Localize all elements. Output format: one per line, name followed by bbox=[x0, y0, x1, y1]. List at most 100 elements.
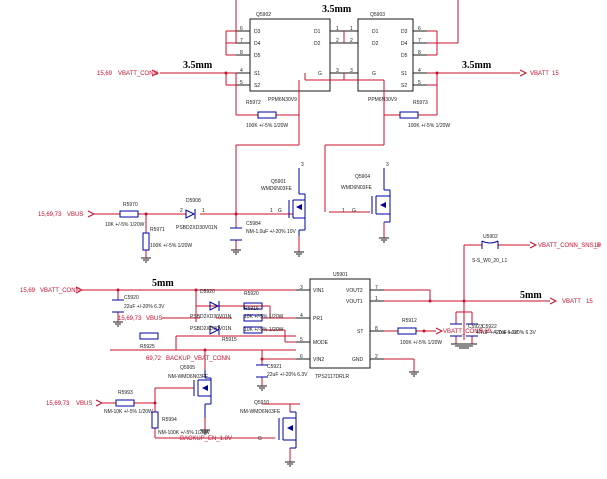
resistor-r5994: R5994 NM-100K +/-5% 1/20W bbox=[151, 411, 210, 436]
fet-q5904: Q5904 WMD6N03FE G 1 3 bbox=[341, 162, 391, 223]
q5903-pin-num: 4 bbox=[418, 68, 421, 74]
u5901-pin-num: 3 bbox=[300, 285, 303, 291]
resistor-ref: R5970 bbox=[123, 202, 138, 208]
net-pages: 15 bbox=[594, 243, 601, 249]
q5903-pin-label: D2 bbox=[372, 41, 379, 47]
q5903-right-pins: 6 7 8 4 5 D3 D4 D5 S1 S2 bbox=[401, 26, 427, 89]
resistor-r5915: 10K +/-5% 1/20W R5915 bbox=[222, 326, 284, 343]
net-backup-vbat: 69,72 BACKUP_VBAT_CONN bbox=[146, 356, 230, 362]
pin-number: 3 bbox=[301, 162, 304, 168]
q5903-pin-label: D5 bbox=[401, 53, 408, 59]
diode-part: PSBD2XD30V01N bbox=[190, 314, 232, 320]
net-pages: 69,72 bbox=[146, 356, 162, 362]
q5902-part: PPM6N30V9 bbox=[268, 97, 297, 103]
cap-value: NM-1.0uF +/-20% 10V bbox=[246, 229, 297, 235]
dimension-label: 5mm bbox=[520, 290, 542, 301]
resistor-value: 10K +/-5% 1/20W bbox=[244, 327, 284, 333]
diode-d5921: PSBD2XD30V01N bbox=[190, 325, 232, 335]
q5903-pin-label: G bbox=[372, 71, 376, 77]
u5901-ref: U5901 bbox=[333, 272, 348, 278]
q5903-pin-label: D3 bbox=[401, 29, 408, 35]
q5903-pin-num: 1 bbox=[350, 26, 353, 32]
fet-part: NM-WMD6N03FE bbox=[168, 374, 209, 380]
q5902-pin-num: 2 bbox=[336, 38, 339, 44]
resistor-r5925: R5925 bbox=[139, 332, 159, 350]
q5902-pin-num: 3 bbox=[336, 68, 339, 74]
resistor-value: 10K +/-5% 1/20W bbox=[105, 222, 145, 228]
u5901-pin-name: GND bbox=[352, 357, 364, 363]
resistor-r5916: R5916 10K +/-5% 1/20W bbox=[243, 306, 284, 322]
ground bbox=[451, 343, 477, 349]
pin-number: 1 bbox=[270, 208, 273, 214]
u5901-part: TPS2117DRLR bbox=[315, 374, 349, 380]
net-pages: 15,69 bbox=[476, 329, 492, 335]
net-pages: 15,69,73 bbox=[46, 401, 70, 407]
net-vbus-bottom: 15,69,73 VBUS bbox=[46, 399, 104, 407]
q5902-pin-label: D4 bbox=[254, 41, 261, 47]
net-backup-en: BACKUP_EN_1.8V bbox=[180, 436, 232, 442]
ground bbox=[379, 237, 389, 243]
q5903-group: Q5903 PPM6N30V9 1 2 3 D1 D2 G 6 7 8 4 5 … bbox=[344, 12, 427, 103]
diode-d5908: D5908 PSBD2XD30V01N 2 1 bbox=[176, 198, 218, 231]
fet-ref: Q5901 bbox=[271, 179, 286, 185]
q5903-pin-label: S1 bbox=[401, 71, 407, 77]
q5902-pin-label: D3 bbox=[254, 29, 261, 35]
diode-part: PSBD2XD30V01N bbox=[176, 225, 218, 231]
resistor-r5912: R5912 100K +/-5% 1/20W bbox=[397, 318, 442, 346]
q5903-pin-num: 7 bbox=[418, 38, 421, 44]
u5901-pin-name: PR1 bbox=[313, 316, 323, 322]
resistor-ref: R5916 bbox=[244, 306, 259, 312]
u5901-pin-num: 7 bbox=[375, 285, 378, 291]
ground bbox=[113, 321, 123, 327]
cap-c5920: C5920 22uF +/-20% 6.3V bbox=[112, 295, 165, 313]
q5902-right-pins: 1 2 3 D1 D2 G bbox=[314, 26, 344, 77]
u5901-group: U5901 TPS2117DRLR 3 4 5 6 VIN1 PR1 MODE … bbox=[296, 272, 384, 380]
ground bbox=[200, 418, 210, 435]
resistor-ref: R5915 bbox=[222, 337, 237, 343]
pin-label: G bbox=[258, 436, 262, 442]
fet-ref: Q5910 bbox=[254, 400, 269, 406]
cap-value: 22uF +/-20% 6.3V bbox=[124, 304, 165, 310]
q5903-part: PPM6N30V9 bbox=[368, 97, 397, 103]
q5903-ref: Q5903 bbox=[370, 12, 385, 18]
caps-c5923-c5922: C5923 C5922 4.7uF +/-20% 6.3V 4.7uF +/-2… bbox=[450, 323, 536, 337]
u5901-pin-num: 6 bbox=[300, 354, 303, 360]
cap-value: 4.7uF +/-20% 6.3V bbox=[476, 330, 518, 336]
diode-part: PSBD2XD30V01N bbox=[190, 326, 232, 332]
net-pages: 15 bbox=[552, 71, 559, 77]
ground bbox=[231, 249, 241, 255]
fet-q5905: Q5905 NM-WMD6N03FE bbox=[168, 365, 212, 418]
q5902-pin-label: S2 bbox=[254, 83, 260, 89]
q5902-pin-label: D1 bbox=[314, 29, 321, 35]
fet-ref: Q5904 bbox=[355, 174, 370, 180]
resistor-value: 100K +/-5% 1/20W bbox=[150, 243, 192, 249]
dimension-label: 5mm bbox=[152, 278, 174, 289]
pin-number: 2 bbox=[180, 208, 183, 214]
q5903-pin-label: S2 bbox=[401, 83, 407, 89]
u5901-pin-num: 2 bbox=[375, 354, 378, 360]
u5901-pin-name: VOUT1 bbox=[346, 299, 363, 305]
q5902-pin-num: 8 bbox=[240, 50, 243, 56]
q5902-pin-num: 5 bbox=[240, 80, 243, 86]
u5901-pin-name: VIN1 bbox=[313, 288, 324, 294]
resistor-ref: R5925 bbox=[140, 344, 155, 350]
q5902-pin-num: 6 bbox=[240, 26, 243, 32]
net-vbatt-conn-top: 15,69 VBATT_CONN bbox=[97, 69, 160, 77]
cap-ref: C5921 bbox=[267, 364, 282, 370]
pin-number: 1 bbox=[342, 208, 345, 214]
resistor-ref: R5971 bbox=[150, 227, 165, 233]
resistor-value: NM-10K +/-5% 1/20W bbox=[104, 409, 153, 415]
u5901-pin-name: ST bbox=[357, 329, 363, 335]
q5903-pin-num: 3 bbox=[350, 68, 353, 74]
net-vbus-mid: 15,69,73 VBUS bbox=[38, 210, 96, 218]
q5903-pin-num: 2 bbox=[350, 38, 353, 44]
q5903-left-pins: 1 2 3 D1 D2 G bbox=[344, 26, 379, 77]
u5901-pin-num: 5 bbox=[300, 337, 303, 343]
cap-ref: C5920 bbox=[124, 295, 139, 301]
cap-c5984: C5984 NM-1.0uF +/-20% 10V bbox=[230, 221, 297, 241]
resistor-r5970: R5970 10K +/-5% 1/20W bbox=[105, 202, 145, 228]
net-vbus-low: 15,69,73 VBUS bbox=[118, 316, 162, 322]
q5902-pin-label: D2 bbox=[314, 41, 321, 47]
u5901-pin-num: 4 bbox=[300, 313, 303, 319]
ground bbox=[257, 385, 267, 391]
